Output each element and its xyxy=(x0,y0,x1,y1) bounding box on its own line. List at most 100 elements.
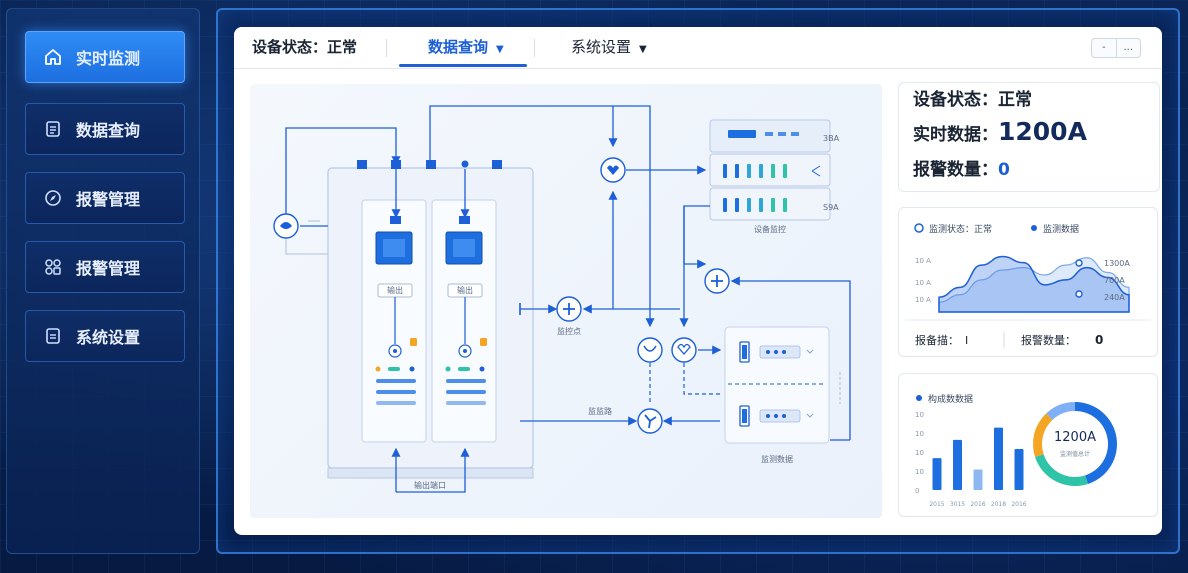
divider xyxy=(386,39,387,57)
process-diagram: 输出 输出 xyxy=(250,84,882,518)
bar-y-tick: 0 xyxy=(915,487,919,495)
legend-dot xyxy=(1031,225,1037,231)
donut-slice xyxy=(1075,402,1117,484)
branch-label: 监监路 xyxy=(588,406,612,416)
minimize-button[interactable]: - xyxy=(1101,42,1106,53)
status-led xyxy=(410,338,417,346)
bar xyxy=(953,439,962,490)
fan-sensor-icon[interactable] xyxy=(637,337,663,363)
sidebar-item-alarm-management[interactable]: 报警管理 xyxy=(25,172,185,224)
diagram-svg: 输出 输出 xyxy=(273,105,851,493)
main-panel: 设备状态：正常 数据查询 ▼ 系统设置 ▼ - ... xyxy=(234,27,1162,535)
legend-status: 监测状态：正常 xyxy=(929,223,992,235)
status-card: 设备状态：正常 实时数据：1200A 报警数量：0 xyxy=(898,82,1160,192)
device-status-text: 设备状态：正常 xyxy=(252,38,358,56)
annotation-label: 240A xyxy=(1104,293,1125,302)
bar-legend: 构成数数据 xyxy=(928,393,973,405)
bar-y-tick: 10 xyxy=(915,430,924,438)
compass-icon xyxy=(42,187,64,209)
sidebar-item-system-settings[interactable]: 系统设置 xyxy=(25,310,185,362)
junction-label: 监控点 xyxy=(557,326,581,336)
bar xyxy=(1014,448,1024,490)
module-button-label: 输出 xyxy=(387,285,403,295)
annotation-label: 700A xyxy=(1104,276,1125,285)
module-button-label: 输出 xyxy=(457,285,473,295)
sidebar-item-label: 报警管理 xyxy=(76,259,141,278)
bar-x-tick: 2015 xyxy=(929,501,944,508)
grid-icon xyxy=(42,256,64,278)
tab-label: 系统设置 xyxy=(571,38,632,56)
rack-label-a: 3BA xyxy=(823,134,840,143)
donut-value: 1200A xyxy=(1054,430,1096,445)
active-tab-indicator xyxy=(399,64,527,67)
alarm-count-line: 报警数量：0 xyxy=(913,160,1010,180)
tab-data-query[interactable]: 数据查询 ▼ xyxy=(428,27,504,67)
output-port-label: 输出端口 xyxy=(414,480,446,490)
rack-unit-bottom xyxy=(709,187,831,221)
bar xyxy=(994,427,1003,490)
status-led xyxy=(480,338,487,346)
footer-label-a: 报备描： xyxy=(915,333,959,347)
bar-x-tick: 2016 xyxy=(970,501,985,508)
rack-caption: 设备监控 xyxy=(754,224,786,234)
data-point xyxy=(1075,259,1083,267)
realtime-value: 1200A xyxy=(998,117,1087,146)
sidebar-item-realtime-monitor[interactable]: 实时监测 xyxy=(25,31,185,83)
sidebar-item-label: 系统设置 xyxy=(76,328,141,347)
document-icon xyxy=(42,118,64,140)
chevron-down-icon: ▼ xyxy=(639,44,647,55)
tab-label: 数据查询 xyxy=(428,38,489,56)
connector xyxy=(461,160,469,168)
rack-label-b: S9A xyxy=(823,203,839,212)
donut-slice xyxy=(1046,402,1075,420)
chip-inner xyxy=(383,239,405,257)
connector xyxy=(357,160,367,169)
bar-y-tick: 10 xyxy=(915,411,924,419)
status-line: 设备状态：正常 xyxy=(913,90,1032,110)
chevron-down-icon: ▼ xyxy=(496,44,504,55)
bar-y-tick: 10 xyxy=(915,468,924,476)
bar-y-tick: 10 xyxy=(915,449,924,457)
more-button[interactable]: ... xyxy=(1115,39,1141,57)
legend-status-icon xyxy=(914,223,924,233)
area-series-2 xyxy=(938,257,1130,313)
rack-unit-middle xyxy=(709,153,831,187)
area-series-1 xyxy=(938,255,1130,313)
main-cabinet xyxy=(327,167,534,469)
connector xyxy=(426,160,436,169)
sidebar-item-label: 数据查询 xyxy=(76,121,141,140)
footer-label-b: 报警数量： xyxy=(1021,333,1076,347)
bar xyxy=(932,458,942,490)
sidebar-item-alarm-management-2[interactable]: 报警管理 xyxy=(25,241,185,293)
sidebar-item-data-query[interactable]: 数据查询 xyxy=(25,103,185,155)
bar-x-tick: 2016 xyxy=(1011,501,1026,508)
y-tick-label: 10 A xyxy=(915,296,931,304)
monitor-box xyxy=(724,326,830,444)
legend-data: 监测数据 xyxy=(1043,223,1079,235)
legend-dot xyxy=(916,395,922,401)
y-tick-label: 10 A xyxy=(915,257,931,265)
monitor-caption: 监测数据 xyxy=(761,454,793,464)
sidebar-item-label: 报警管理 xyxy=(76,190,141,209)
bar-x-tick: 2018 xyxy=(991,501,1006,508)
donut-slice xyxy=(1033,413,1053,457)
window-controls: - ... xyxy=(1091,38,1141,58)
composition-chart-card: 构成数数据 10 10 10 10 0 2015 3015 2016 2018 2016 120… xyxy=(898,373,1158,517)
data-point xyxy=(1075,290,1083,298)
y-tick-label: 10 A xyxy=(915,279,931,287)
footer-value-a: I xyxy=(965,334,968,347)
heart-sensor-icon[interactable] xyxy=(671,337,697,363)
bar-x-tick: 3015 xyxy=(950,501,965,508)
sidebar: 实时监测 数据查询 报警管理 报警管理 系统设置 xyxy=(6,8,200,554)
donut-slice xyxy=(1035,454,1088,486)
cabinet-base xyxy=(327,467,534,479)
top-bar: 设备状态：正常 数据查询 ▼ 系统设置 ▼ - ... xyxy=(234,27,1162,69)
home-icon xyxy=(42,46,64,68)
settings-doc-icon xyxy=(42,325,64,347)
alarm-count-value: 0 xyxy=(998,160,1010,180)
connector xyxy=(492,160,502,169)
donut-sub: 监测值总计 xyxy=(1060,450,1090,458)
composition-chart-svg: 构成数数据 10 10 10 10 0 2015 3015 2016 2018 2016 120… xyxy=(915,393,1117,508)
tab-system-settings[interactable]: 系统设置 ▼ xyxy=(571,27,647,67)
sidebar-item-label: 实时监测 xyxy=(76,49,141,68)
